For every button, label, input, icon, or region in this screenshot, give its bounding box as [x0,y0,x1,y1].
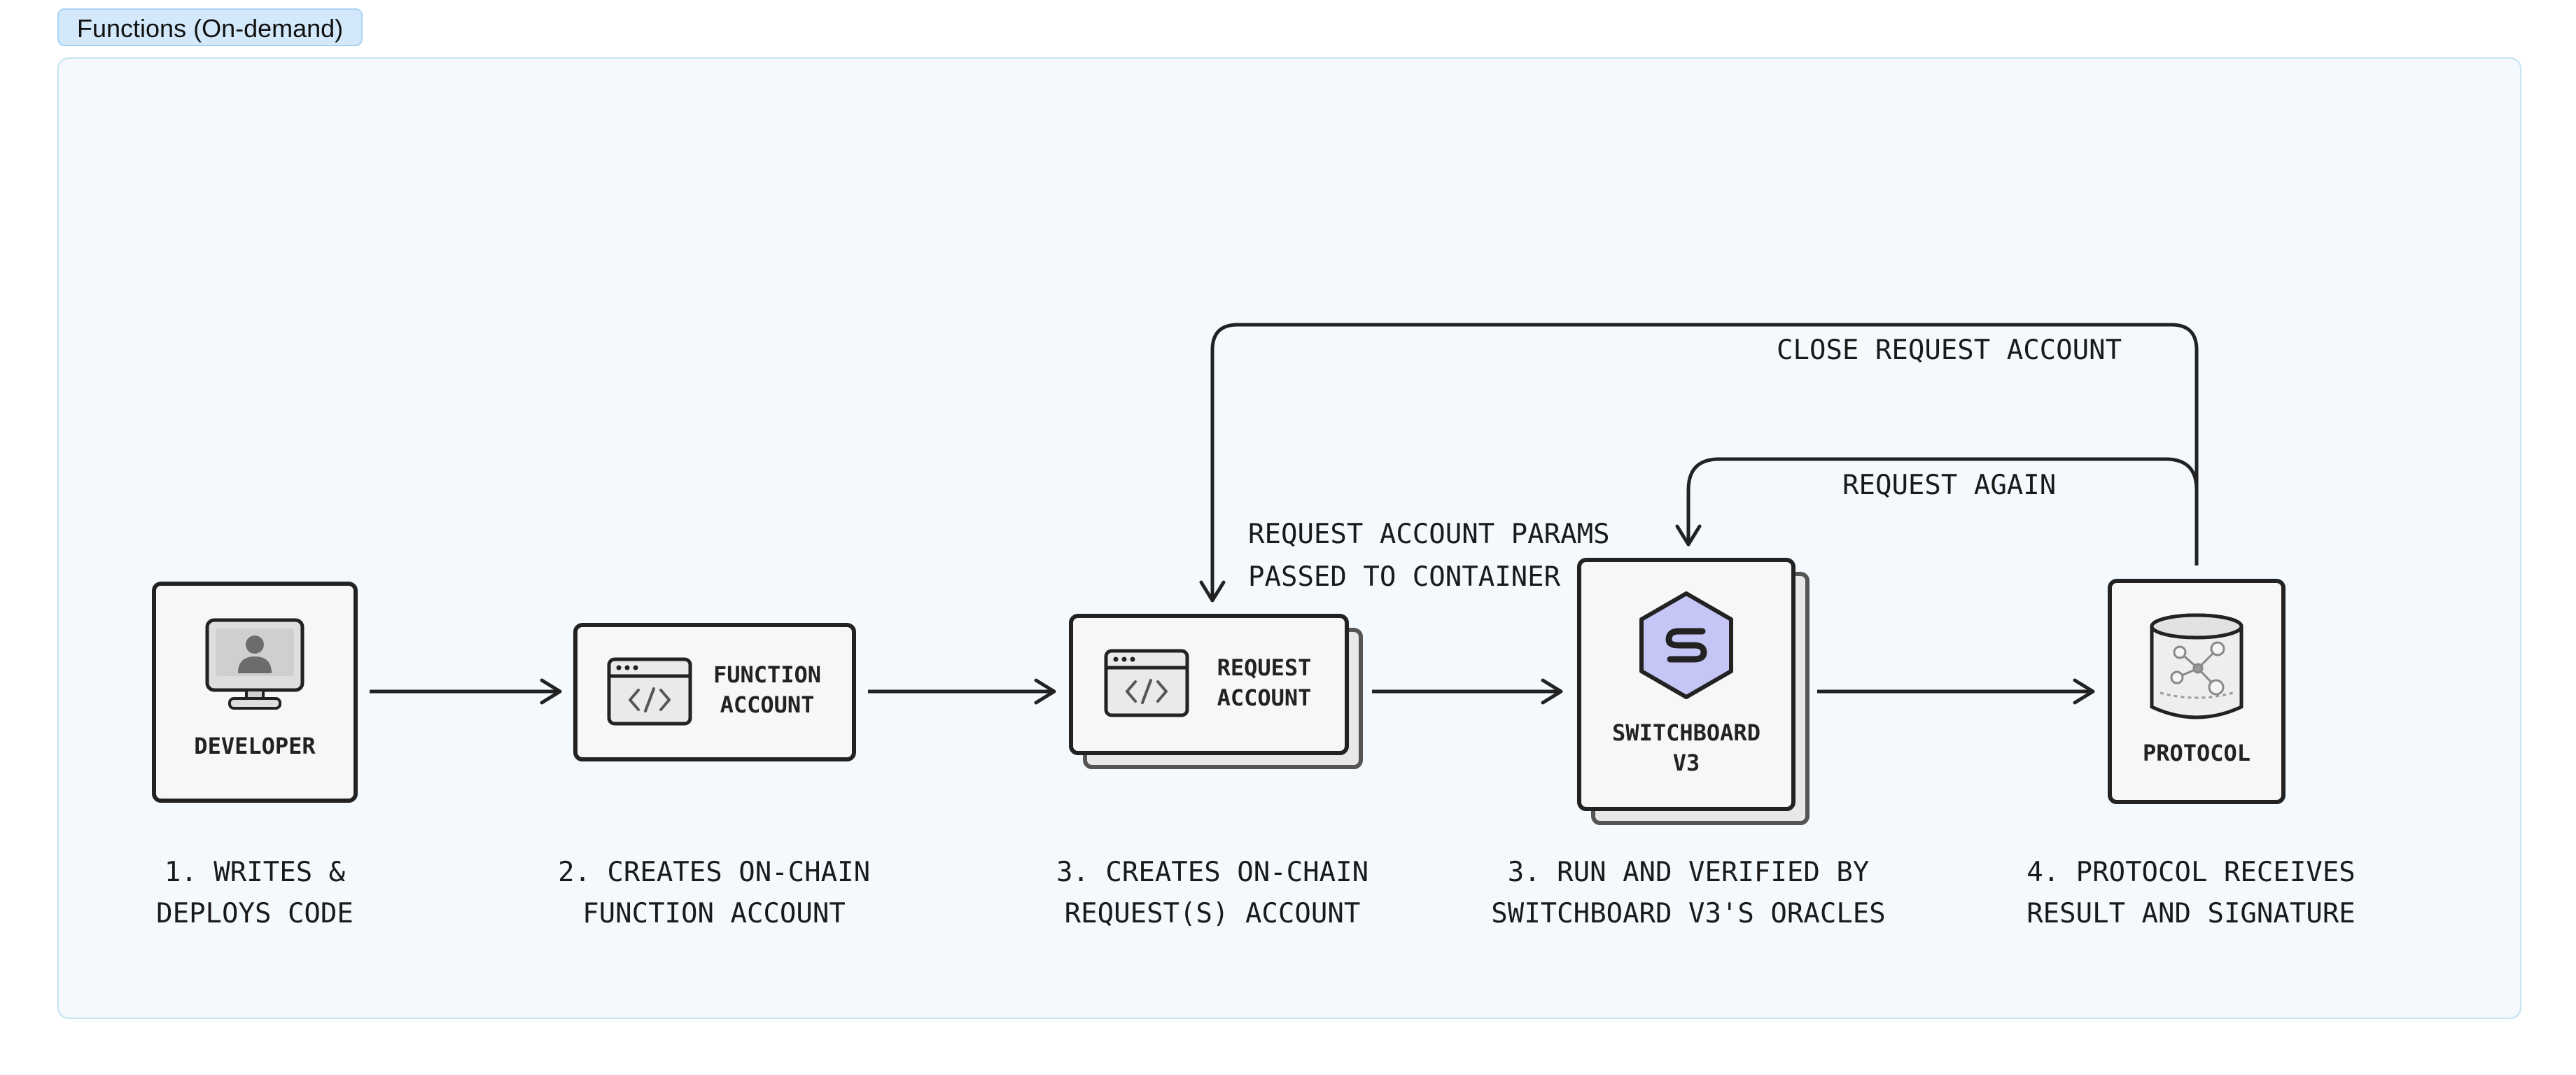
code-window-icon [1104,649,1189,717]
diagram-panel [57,57,2521,1019]
hexagon-s-logo-icon: S [1639,591,1733,699]
request-account-label-line1: REQUEST [1217,654,1312,681]
switchboard-label-line2: V3 [1673,750,1700,776]
request-account-label-line2: ACCOUNT [1217,684,1312,711]
request-again-label: REQUEST AGAIN [1842,470,2056,501]
step-1-line2: DEPLOYS CODE [156,898,354,929]
params-label-line1: REQUEST ACCOUNT PARAMS [1248,519,1610,550]
function-account-label-line1: FUNCTION [713,661,821,688]
step-3-line2: REQUEST(S) ACCOUNT [1065,898,1361,929]
developer-label: DEVELOPER [194,733,316,759]
function-account-label-line2: ACCOUNT [720,691,815,718]
step-1-line1: 1. WRITES & [164,857,346,888]
developer-node: DEVELOPER [152,582,358,803]
database-network-icon [2150,613,2244,719]
params-label-line2: PASSED TO CONTAINER [1248,561,1561,593]
code-window-icon [607,657,692,726]
step-3-line1: 3. CREATES ON-CHAIN [1056,857,1368,888]
protocol-node: PROTOCOL [2108,579,2286,804]
step-4-line2: SWITCHBOARD V3'S ORACLES [1491,898,1886,929]
step-5-line2: RESULT AND SIGNATURE [2026,898,2356,929]
section-title: Functions (On-demand) [57,8,363,46]
arrow-close-request-loop [1199,323,2199,603]
step-2-line2: FUNCTION ACCOUNT [582,898,846,929]
step-2-line1: 2. CREATES ON-CHAIN [558,857,870,888]
step-4-line1: 3. RUN AND VERIFIED BY [1508,857,1870,888]
close-request-label: CLOSE REQUEST ACCOUNT [1777,335,2122,366]
function-account-node: FUNCTION ACCOUNT [573,623,856,761]
switchboard-label-line1: SWITCHBOARD [1612,719,1760,746]
step-5-line1: 4. PROTOCOL RECEIVES [2026,857,2356,888]
protocol-label: PROTOCOL [2143,740,2250,766]
request-account-node: REQUEST ACCOUNT [1069,614,1363,769]
step-labels: 1. WRITES & DEPLOYS CODE 2. CREATES ON-C… [156,857,2356,929]
arrow-request-again-loop [1675,457,2199,547]
switchboard-node: S SWITCHBOARD V3 [1577,558,1809,825]
monitor-user-icon [205,618,304,710]
